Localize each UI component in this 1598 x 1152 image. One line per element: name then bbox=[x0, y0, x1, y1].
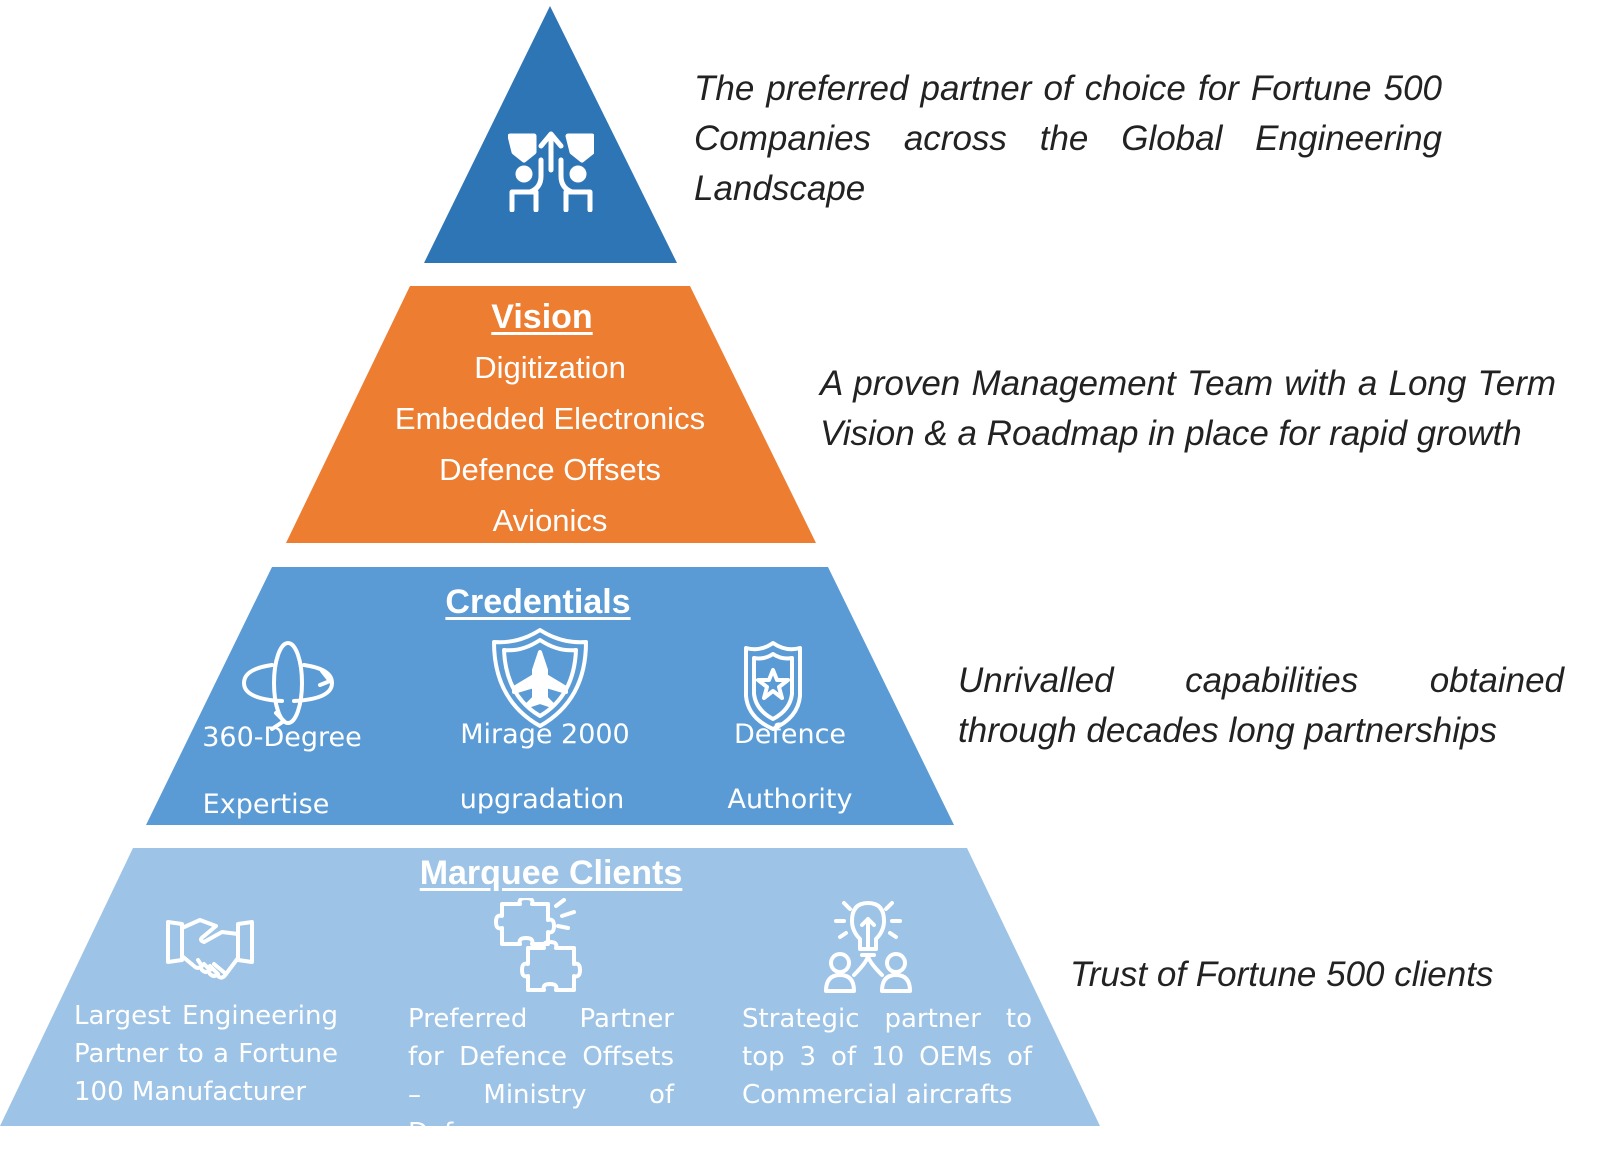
clients-title: Marquee Clients bbox=[419, 854, 683, 892]
credential-label-defence: Defence bbox=[733, 719, 847, 750]
clients-tier bbox=[0, 848, 1100, 1126]
vision-item-avionics: Avionics bbox=[492, 503, 608, 538]
star-badge-shield-icon bbox=[742, 640, 804, 732]
strategy-arrows-icon bbox=[508, 130, 594, 212]
clients-description: Trust of Fortune 500 clients bbox=[1070, 955, 1494, 994]
credential-label-mirage-2000: Mirage 2000 bbox=[460, 719, 630, 750]
vision-description: A proven Management Team with a Long Ter… bbox=[820, 364, 1556, 453]
credentials-description: Unrivalled capabilities obtained through… bbox=[958, 661, 1564, 750]
puzzle-pieces-icon bbox=[492, 898, 584, 994]
fighter-jet-shield-icon bbox=[488, 626, 592, 730]
handshake-icon bbox=[164, 912, 256, 982]
credentials-tier bbox=[146, 567, 954, 825]
client-label-preferred-partner: Preferred Partner for Defence Offsets – … bbox=[408, 1004, 674, 1148]
credential-label-expertise: Expertise bbox=[202, 789, 330, 820]
pyramid-diagram bbox=[0, 6, 1100, 1126]
credential-label-upgradation: upgradation bbox=[459, 784, 625, 815]
credentials-title: Credentials bbox=[445, 583, 631, 621]
vision-title: Vision bbox=[491, 298, 593, 336]
client-label-largest-engineering: Largest Engineering Partner to a Fortune… bbox=[74, 1001, 338, 1107]
credential-label-360-degree: 360-Degree bbox=[202, 722, 362, 753]
orbit-globe-icon bbox=[236, 635, 340, 731]
vision-item-embedded-electronics: Embedded Electronics bbox=[394, 401, 706, 436]
vision-item-defence-offsets: Defence Offsets bbox=[439, 452, 661, 487]
vision-item-digitization: Digitization bbox=[474, 350, 626, 385]
lightbulb-team-icon bbox=[822, 895, 914, 995]
vision-tier bbox=[286, 286, 816, 543]
credential-label-authority: Authority bbox=[727, 784, 853, 815]
client-label-strategic-partner: Strategic partner to top 3 of 10 OEMs of… bbox=[742, 1004, 1032, 1110]
apex-description: The preferred partner of choice for Fort… bbox=[694, 69, 1442, 208]
